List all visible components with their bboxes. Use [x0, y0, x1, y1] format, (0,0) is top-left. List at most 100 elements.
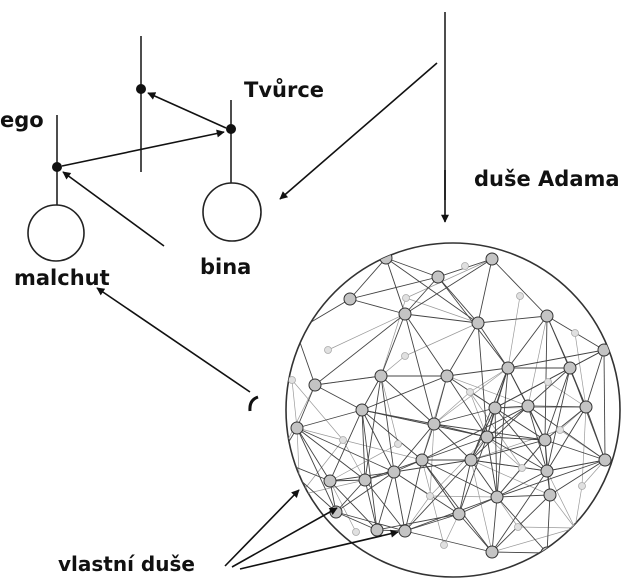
network-link	[544, 367, 571, 441]
network-link	[361, 409, 366, 481]
network-link	[421, 436, 488, 461]
network-link	[361, 375, 448, 411]
network-link	[291, 379, 298, 429]
label-malchut: malchut	[14, 266, 110, 290]
network-node	[374, 369, 388, 383]
network-node	[343, 292, 357, 306]
network-node	[471, 316, 485, 330]
network-link	[458, 496, 498, 515]
bina-circle	[202, 182, 262, 242]
network-link	[404, 459, 472, 532]
network-link	[380, 375, 395, 473]
network-node	[290, 421, 304, 435]
network-link	[404, 495, 431, 532]
network-link	[429, 495, 498, 498]
network-node-faint	[514, 523, 522, 531]
network-link	[393, 423, 435, 473]
network-link	[544, 406, 587, 441]
network-link	[477, 315, 548, 324]
arrow-ego-to-tvurce	[61, 129, 225, 167]
network-node	[289, 324, 303, 338]
network-node	[597, 343, 611, 357]
network-link	[296, 427, 337, 513]
network-link	[404, 313, 479, 324]
network-link	[296, 427, 395, 473]
network-link	[496, 496, 548, 554]
network-node	[543, 488, 557, 502]
network-link	[296, 409, 363, 429]
network-link	[527, 405, 587, 408]
network-node	[387, 465, 401, 479]
upper-dot	[136, 84, 146, 94]
network-link	[361, 409, 378, 531]
network-node	[379, 251, 393, 265]
network-link	[470, 405, 529, 461]
network-node	[452, 507, 466, 521]
network-link	[296, 427, 331, 482]
network-link	[380, 375, 399, 445]
tvurce-dot	[226, 124, 236, 134]
network-node	[398, 307, 412, 321]
network-link	[486, 405, 529, 438]
network-link	[329, 480, 357, 533]
network-link	[296, 427, 344, 441]
network-link	[470, 459, 548, 472]
network-node	[485, 252, 499, 266]
network-node	[464, 453, 478, 467]
network-link	[517, 526, 576, 529]
network-link	[544, 315, 548, 441]
network-link	[446, 375, 529, 407]
network-link	[477, 322, 488, 438]
network-node	[598, 453, 612, 467]
network-link	[574, 332, 587, 408]
network-node-faint	[466, 388, 474, 396]
network-link	[335, 479, 366, 513]
network-node-faint	[402, 294, 410, 302]
network-link	[507, 349, 605, 369]
network-link	[437, 276, 479, 324]
network-link	[342, 439, 366, 481]
label-bina: bina	[200, 255, 252, 279]
network-link	[380, 313, 406, 377]
arrow-to-bina	[279, 62, 438, 200]
network-link	[469, 391, 488, 438]
network-link	[314, 384, 363, 411]
network-node	[538, 433, 552, 447]
network-link	[327, 313, 406, 351]
network-link	[486, 436, 548, 472]
network-node	[501, 361, 515, 375]
network-node	[427, 417, 441, 431]
network-link	[349, 298, 406, 315]
network-link	[404, 459, 423, 532]
network-link	[393, 471, 460, 515]
network-link	[491, 527, 576, 553]
network-link	[470, 459, 551, 496]
network-link	[364, 479, 406, 532]
network-link	[404, 258, 493, 315]
network-link	[491, 494, 551, 553]
network-link	[349, 276, 439, 300]
network-node	[370, 523, 384, 537]
network-link	[581, 406, 587, 487]
network-link	[491, 551, 548, 554]
network-link	[329, 409, 363, 482]
network-node-faint	[571, 524, 579, 532]
network-link	[458, 436, 488, 515]
network-link	[496, 367, 509, 498]
network-link	[458, 513, 493, 553]
network-link	[491, 258, 548, 317]
arrow-vlastni-3	[239, 529, 399, 570]
network-link	[470, 367, 509, 461]
network-node	[480, 430, 494, 444]
arrow-tvurce-to-upper	[147, 92, 227, 129]
network-link	[446, 367, 509, 377]
network-link	[329, 480, 378, 531]
network-link	[507, 295, 521, 369]
network-link	[433, 423, 488, 438]
network-node	[308, 378, 322, 392]
network-link	[446, 375, 488, 438]
network-link	[491, 470, 548, 553]
network-link	[421, 405, 529, 461]
network-link	[486, 436, 546, 441]
